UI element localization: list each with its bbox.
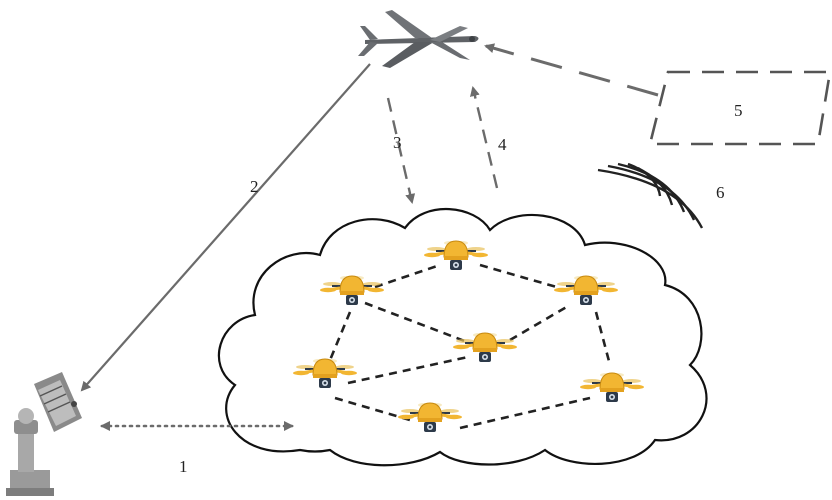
label-2: 2 <box>250 177 259 196</box>
label-4: 4 <box>498 135 507 154</box>
link-arrow-3 <box>386 97 416 204</box>
label-1: 1 <box>179 457 188 476</box>
link-arrow-2 <box>80 63 371 392</box>
link-arrow-4 <box>470 86 499 189</box>
label-6: 6 <box>716 183 725 202</box>
signal-waves-icon <box>597 162 704 229</box>
label-5: 5 <box>734 101 743 120</box>
link-arrow-5 <box>484 43 659 97</box>
swarm-links <box>326 263 612 430</box>
swarm-cloud <box>217 207 708 467</box>
uav-icon <box>358 10 479 68</box>
ground-antenna-icon <box>6 372 82 496</box>
label-3: 3 <box>393 133 402 152</box>
jammer-box <box>648 70 832 146</box>
